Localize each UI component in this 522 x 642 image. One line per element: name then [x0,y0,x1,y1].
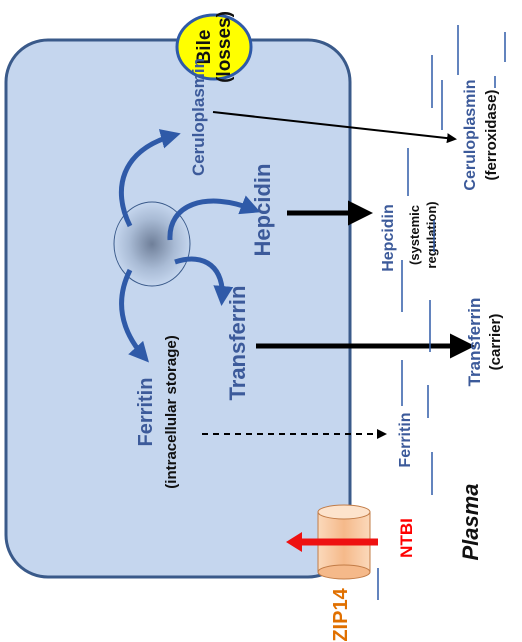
bile-losses-label: (losses) [214,11,235,83]
arrow-ceruloplasmin-export [212,111,457,144]
ntbi-arrowhead [286,532,302,552]
ceruloplasmin-plasma-label: Ceruloplasmin [462,79,479,190]
hepcidin-cell-label: Hepcidin [250,164,275,257]
hepcidin-systemic-label: (systemic [407,205,422,265]
ntbi-label: NTBI [397,518,416,558]
arrow-to-ferritin [119,268,149,363]
hepcidin-regulation-label: regulation) [424,201,439,268]
plasma-lines [377,25,506,600]
ferritin-storage-label: (intracellular storage) [163,335,180,488]
ferritin-cell-label: Ferritin [135,378,157,447]
ceruloplasmin-cell-label: Ceruloplasmin [189,58,208,176]
arrow-to-transferrin [174,256,234,306]
transferrin-plasma-label: Transferrin [465,298,484,387]
transferrin-carrier-label: (carrier) [487,314,504,371]
arrow-to-hepcidin [167,195,261,241]
zip14-label: ZIP14 [330,587,352,641]
arrow-to-ceruloplasmin [118,129,181,228]
hepcidin-plasma-label: Hepcidin [380,204,397,272]
transferrin-cell-label: Transferrin [225,286,250,401]
bile-losses-node: Bile (losses) [175,11,253,83]
bile-label: Bile [194,30,215,65]
ceruloplasmin-ferroxidase-label: (ferroxidase) [483,90,500,181]
plasma-label: Plasma [458,483,483,560]
ferritin-plasma-label: Ferritin [397,412,414,467]
